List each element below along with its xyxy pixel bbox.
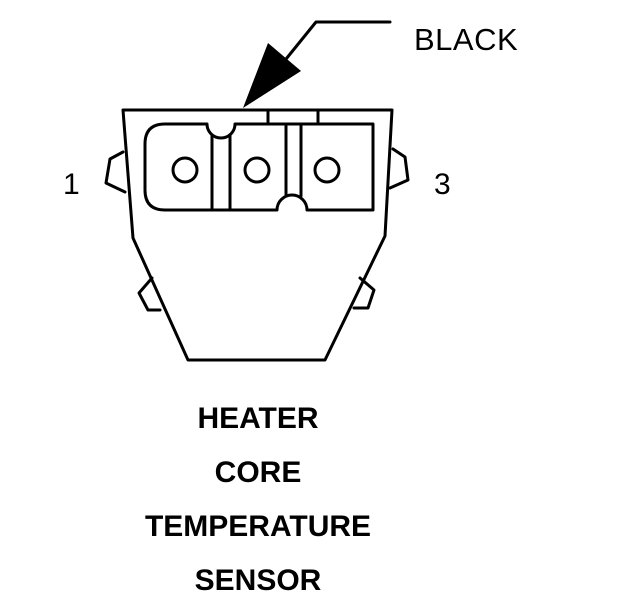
title-line-3: TEMPERATURE [144,510,372,543]
callout-label: BLACK [414,22,519,57]
pin-number-left: 1 [63,168,80,201]
title-line-2: CORE [214,456,302,489]
lower-left-latch-tab [137,276,162,312]
title-line-4: SENSOR [194,564,322,597]
component-title: HEATER CORE TEMPERATURE SENSOR [72,392,444,608]
upper-left-latch-tab [104,150,127,194]
title-line-1: HEATER [197,402,319,435]
pin-number-right: 3 [434,168,451,201]
callout-leader-line [280,20,392,66]
upper-right-latch-tab [388,147,410,190]
lower-right-latch-tab [352,276,376,310]
terminal-pin-2 [243,156,271,184]
connector-housing [121,108,394,362]
terminal-pin-3 [313,156,341,184]
terminal-pin-1 [171,156,199,184]
callout-arrowhead [243,43,301,108]
